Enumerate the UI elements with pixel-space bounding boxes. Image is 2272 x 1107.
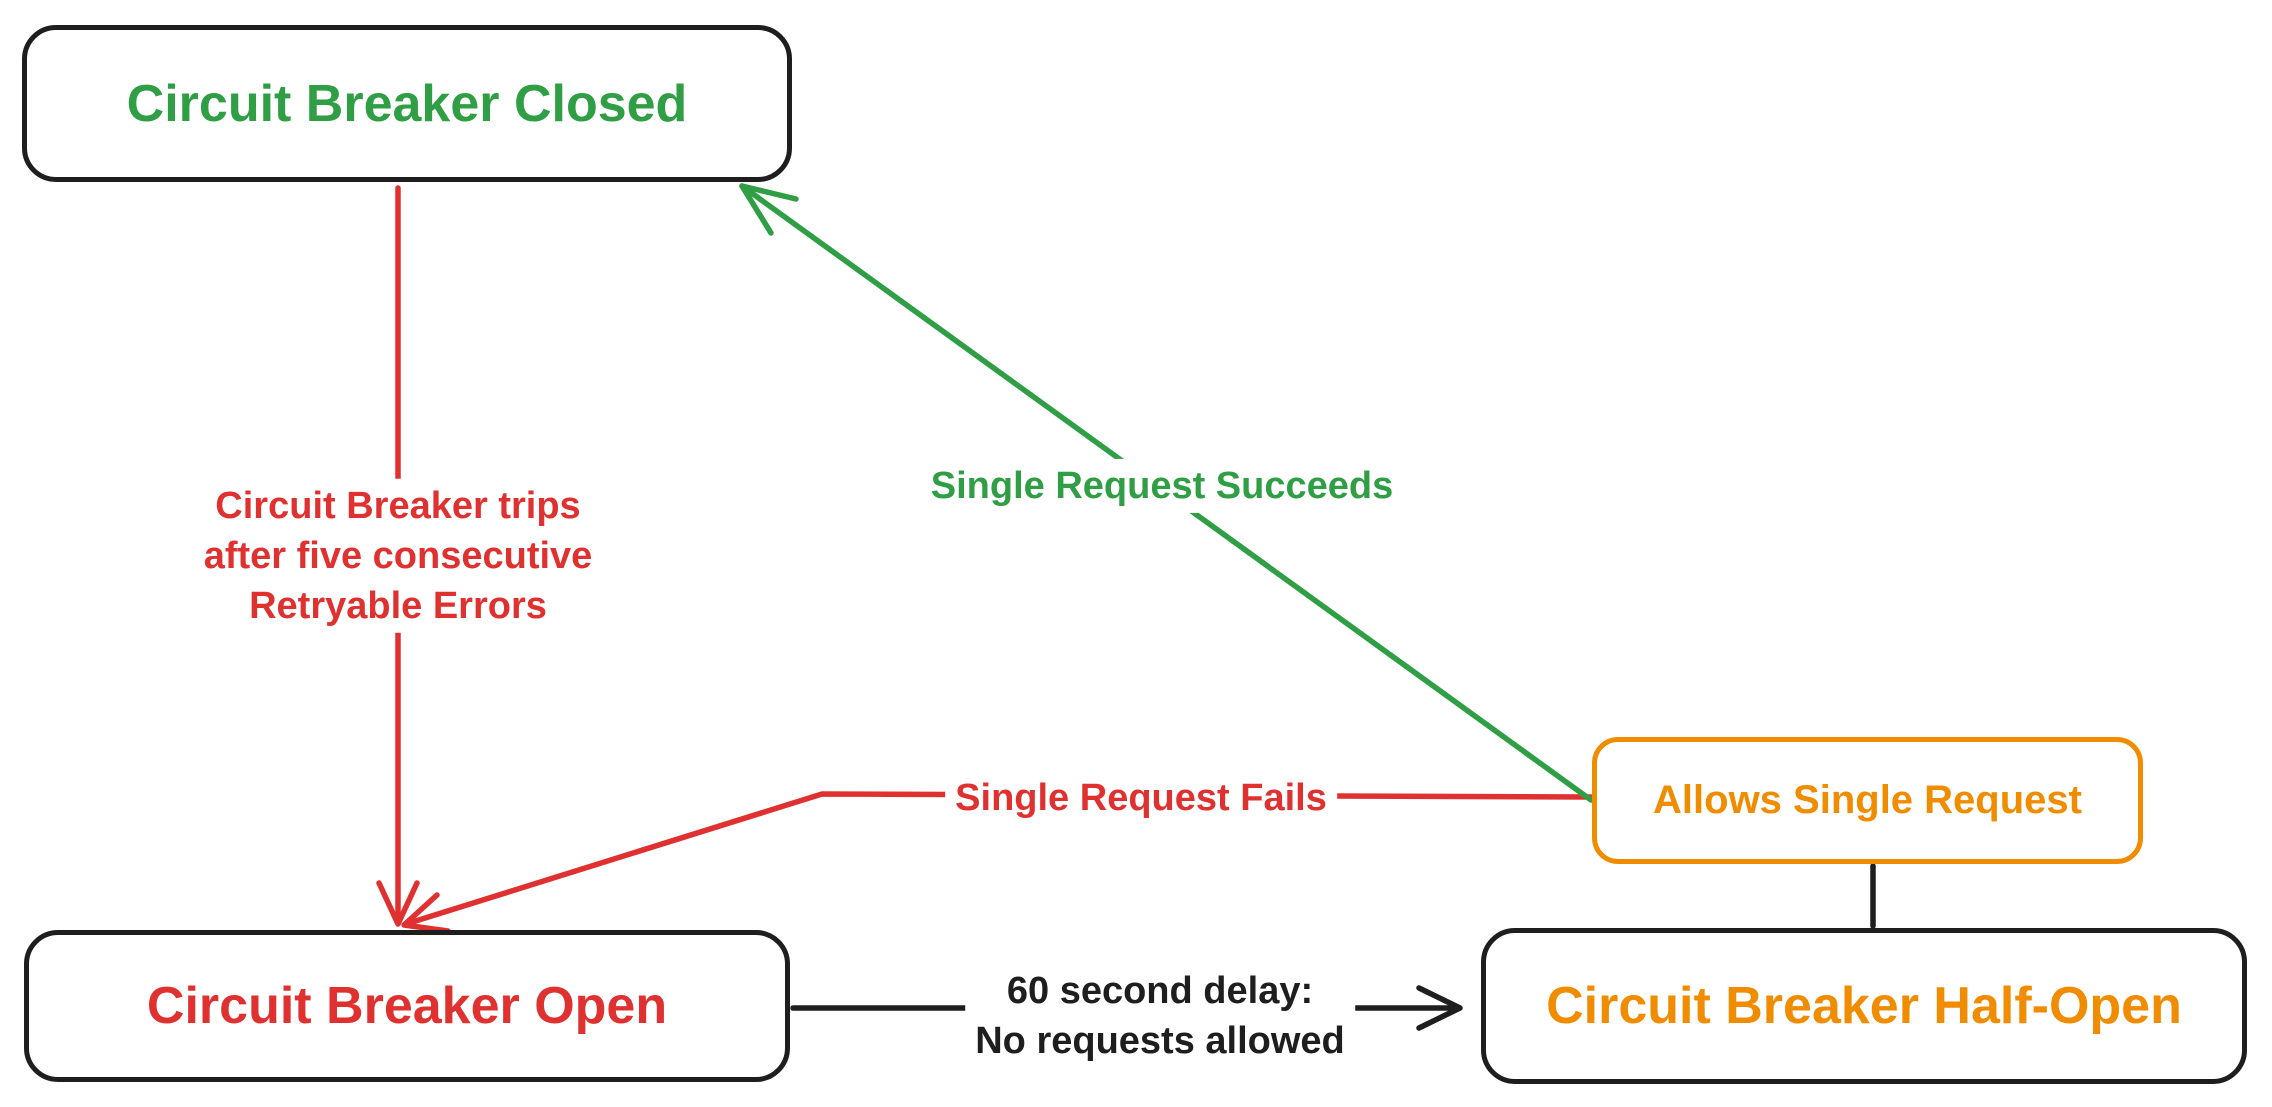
- edge-label-succeeds: Single Request Succeeds: [920, 458, 1404, 514]
- node-circuit-breaker-open-label: Circuit Breaker Open: [146, 977, 668, 1035]
- node-circuit-breaker-closed-label: Circuit Breaker Closed: [126, 74, 688, 133]
- edge-delay-arrowhead: [1416, 985, 1463, 1031]
- edge-fails-arrowhead: [401, 892, 451, 934]
- node-circuit-breaker-half-open: Circuit Breaker Half-Open: [1481, 928, 2247, 1084]
- node-allows-single-request-label: Allows Single Request: [1653, 778, 2082, 822]
- edge-label-delay: 60 second delay: No requests allowed: [965, 963, 1355, 1069]
- edge-label-trips: Circuit Breaker trips after five consecu…: [193, 478, 603, 634]
- edge-succeeds-arrowhead: [739, 183, 799, 236]
- edge-label-trips-line-2: after five consecutive: [203, 534, 593, 577]
- node-circuit-breaker-half-open-label: Circuit Breaker Half-Open: [1546, 977, 2182, 1035]
- edge-label-trips-line-1: Circuit Breaker trips: [215, 484, 581, 527]
- edge-label-fails: Single Request Fails: [945, 770, 1337, 826]
- edge-label-trips-line-3: Retryable Errors: [249, 585, 547, 628]
- node-circuit-breaker-open: Circuit Breaker Open: [24, 930, 790, 1082]
- node-circuit-breaker-closed: Circuit Breaker Closed: [22, 25, 792, 182]
- edge-trips-arrowhead: [376, 880, 420, 927]
- edge-label-delay-line-1: 60 second delay:: [1006, 969, 1314, 1012]
- edge-label-delay-line-2: No requests allowed: [975, 1020, 1345, 1062]
- node-allows-single-request: Allows Single Request: [1592, 737, 2143, 864]
